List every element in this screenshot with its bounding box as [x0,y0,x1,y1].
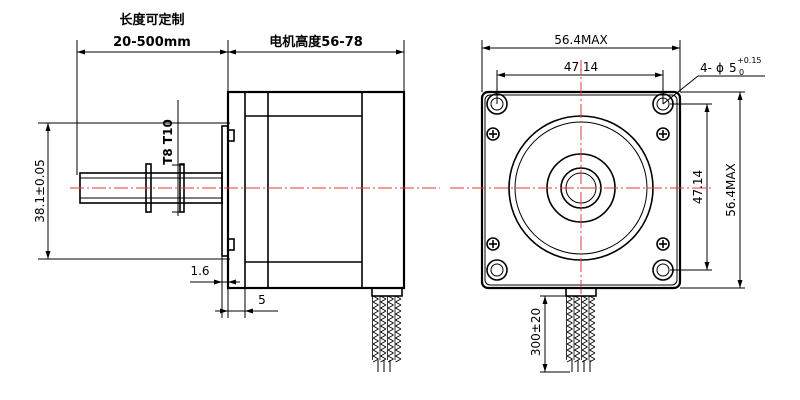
screw-icon [486,237,500,251]
shaft-height-dimension: 38.1±0.05 [33,122,230,260]
overall-width: 56.4MAX [554,33,608,47]
flange-dimensions: 1.6 5 [190,256,278,318]
hole-callout-prefix: 4- [700,61,712,75]
front-view: 56.4MAX 47.14 4- ϕ 5 +0.15 0 [450,33,765,373]
screw-icon [656,127,670,141]
hole-tol-lower: 0 [739,68,744,77]
body-height-dimension: 电机高度56-78 [228,34,405,92]
length-dimension: 长度可定制 20-500mm [76,12,229,175]
hole-callout-symbol: ϕ [716,61,724,75]
side-view: 长度可定制 20-500mm 电机高度56-78 [33,12,440,372]
screw-icon [486,127,500,141]
hole-callout: 4- ϕ 5 +0.15 0 [662,56,765,105]
overall-width-dimension: 56.4MAX [481,33,681,92]
hole-callout-size: 5 [729,61,737,75]
cable-side [371,287,403,372]
mounting-holes [486,93,674,281]
mounting-hole [486,259,508,281]
mounting-hole [486,93,508,115]
motor-body-side [221,90,406,290]
screw-heads [486,127,670,251]
cable-length-dimension: 300±20 [529,295,570,373]
shaft-diameter-tol: 38.1±0.05 [33,159,47,223]
flange-thickness: 1.6 [190,264,209,278]
hole-tol-upper: +0.15 [737,56,762,65]
overall-height-dimension: 56.4MAX [680,91,745,289]
cable-front [565,287,597,372]
hole-spacing-v-dimension: 47.14 [670,103,712,271]
shaft-thread: T8 T10 [161,119,175,165]
length-label: 长度可定制 [119,12,184,28]
hole-spacing-v: 47.14 [691,170,705,204]
cable-length: 300±20 [529,308,543,356]
hole-spacing-h-dimension: 47.14 [496,60,664,104]
body-height-label: 电机高度56-78 [269,34,363,50]
screw-icon [656,237,670,251]
boss-height: 5 [258,293,266,307]
length-range: 20-500mm [113,35,191,50]
thread-callout: T8 T10 [161,100,184,216]
overall-height: 56.4MAX [724,163,738,217]
